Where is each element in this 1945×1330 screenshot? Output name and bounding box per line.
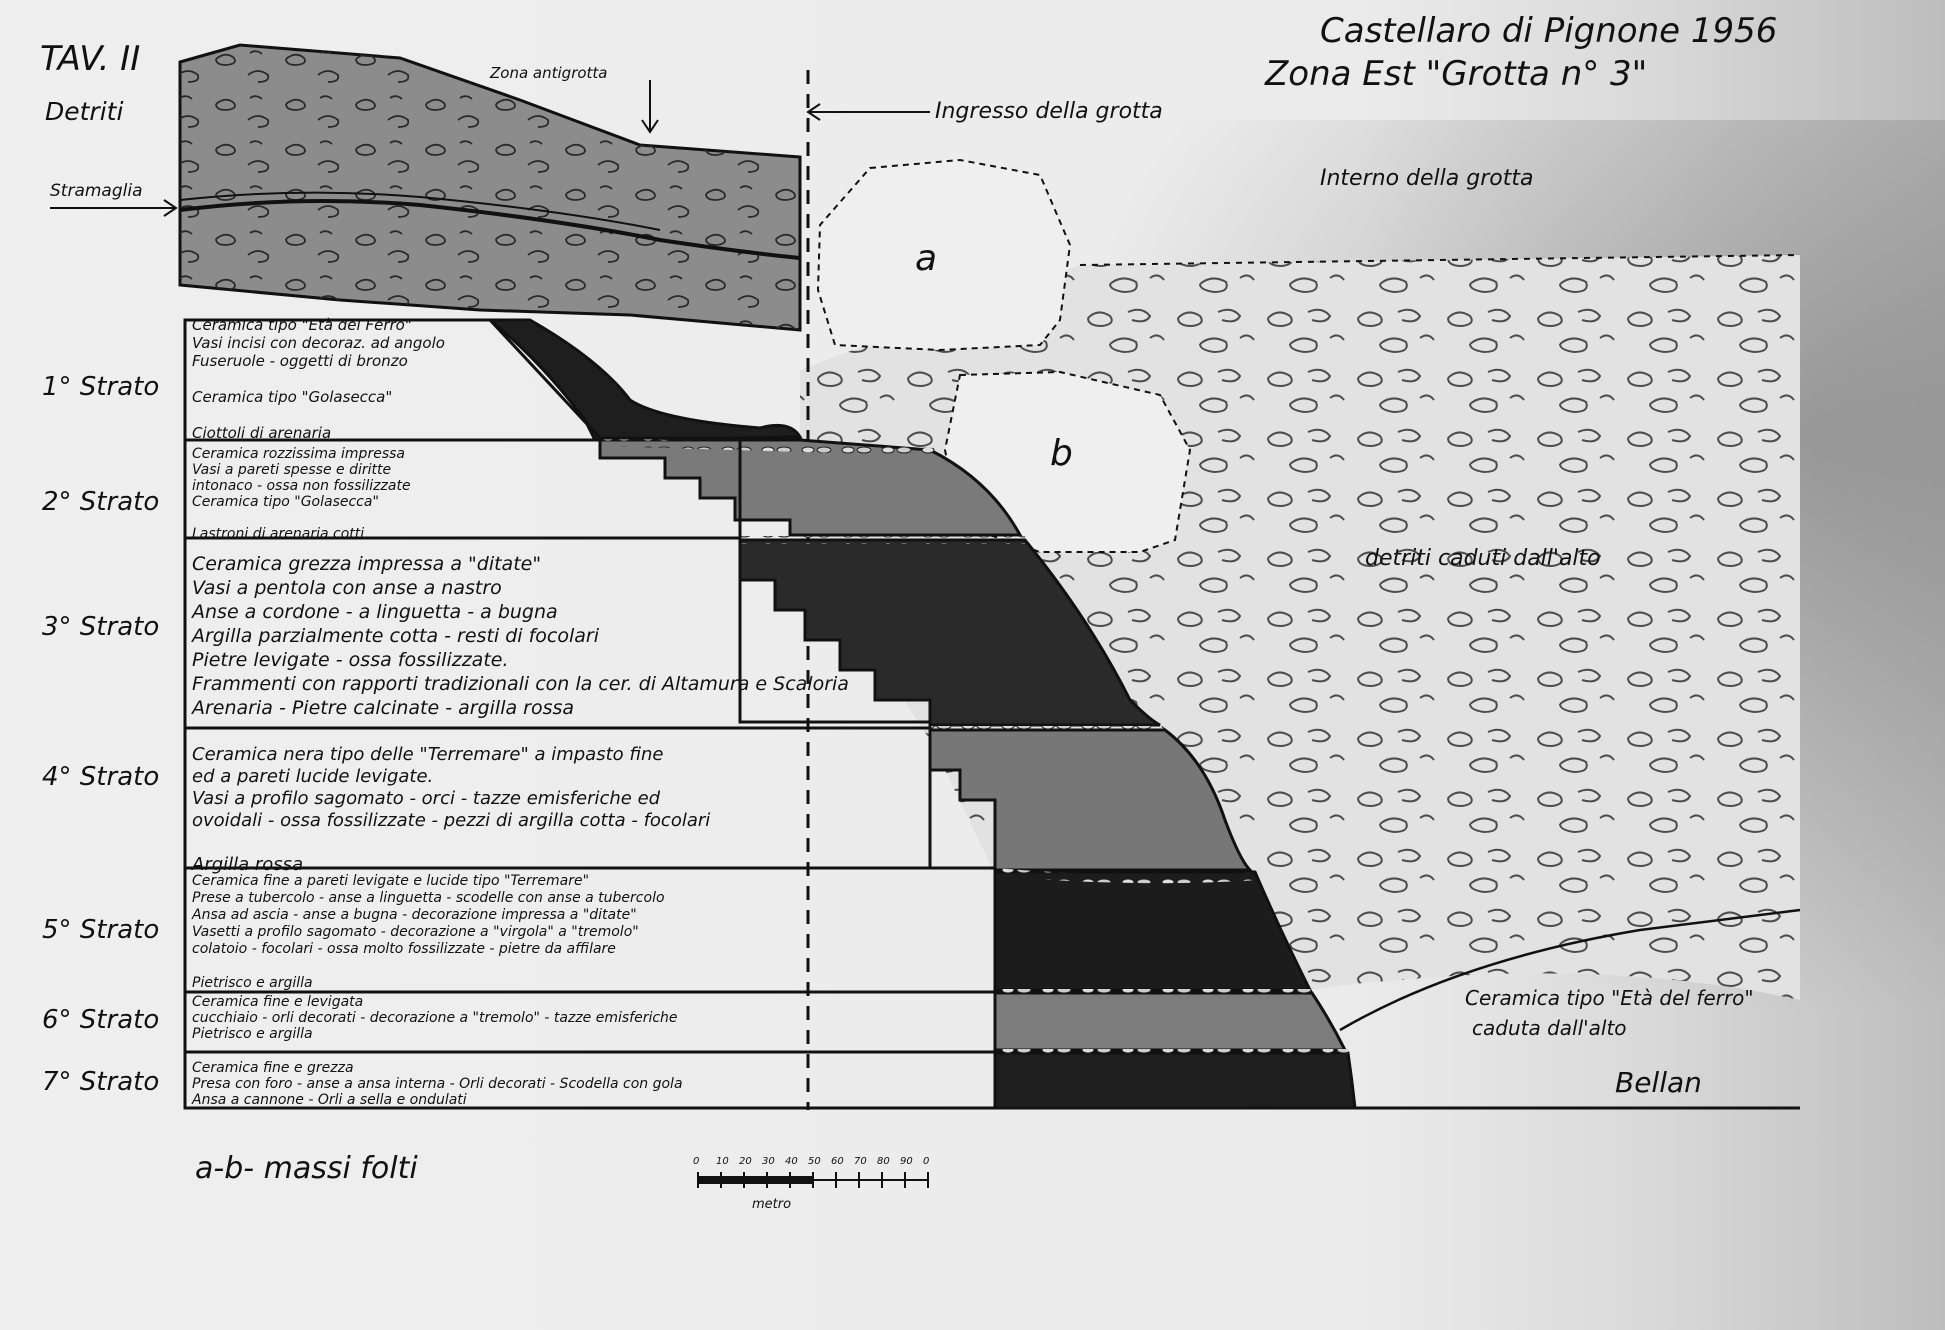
strato-description-line: Pietrisco e argilla [192,1026,313,1042]
strato-description-line: Argilla parzialmente cotta - resti di fo… [190,625,600,647]
strato-description-line: Ceramica fine e levigata [192,994,363,1010]
ceramica-caduta-label-1: Ceramica tipo "Età del ferro" [1465,986,1754,1010]
strato-description-line: Vasi a pentola con anse a nastro [192,577,502,599]
layer-5-stones [995,868,1258,884]
strato-description-line: Ciottoli di arenaria [192,424,331,442]
strato-description-line: Pietrisco e argilla [192,975,313,991]
ingresso-label: Ingresso della grotta [935,99,1163,124]
layer-1 [485,318,803,442]
scale-tick-label: 40 [785,1156,798,1167]
strato-description-line: Ceramica fine e grezza [192,1060,354,1076]
boulder-a [816,158,1072,352]
zona-antigrotta-label: Zona antigrotta [489,64,608,82]
layer-7 [993,1051,1357,1110]
scale-bar: 0 10 20 30 40 50 60 70 80 90 0 metro [693,1156,929,1212]
layer-7-stones [995,1049,1348,1057]
scale-tick-label: 50 [808,1156,821,1167]
strato-description-line: ed a pareti lucide levigate. [192,766,433,787]
strato-description-line: Ceramica tipo "Golasecca" [192,494,379,510]
strato-name: 1° Strato [42,372,159,402]
detriti-caduti-label: detriti caduti dall'alto [1365,546,1601,571]
strato-description-line: cucchiaio - orli decorati - decorazione … [192,1010,678,1026]
strata-table-outline [183,318,997,1110]
layer-2-stones [600,438,935,456]
strato-description-line: Ceramica nera tipo delle "Terremare" a i… [192,744,663,765]
scale-tick-label: 60 [831,1156,844,1167]
scale-tick-label: 90 [900,1156,913,1167]
strato-description-line: Frammenti con rapporti tradizionali con … [192,673,849,695]
strato-description-line: Presa con foro - anse a ansa interna - O… [192,1076,683,1092]
detriti-pebbles [180,45,800,330]
strato-name: 3° Strato [42,612,159,642]
layer-3-stones [740,536,1025,544]
strato-description-line: Argilla rossa [191,854,303,875]
strato-description-line: colatoio - focolari - ossa molto fossili… [192,941,616,957]
strato-description-line: Lastroni di arenaria cotti [192,526,364,542]
strato-description-line: Fuseruole - oggetti di bronzo [192,352,408,370]
scale-tick-label: 80 [877,1156,890,1167]
strato-description-line: Vasi a profilo sagomato - orci - tazze e… [192,788,661,809]
boulder-a-label: a [915,238,937,279]
strato-description-line: Ceramica tipo "Età del Ferro" [192,316,412,334]
scale-tick-label: 20 [739,1156,752,1167]
boulder-b-label: b [1050,433,1073,474]
layer-3 [738,538,1161,727]
scale-tick-label: 30 [762,1156,775,1167]
strato-name: 5° Strato [42,915,159,945]
strato-description-line: Vasetti a profilo sagomato - decorazione… [192,924,639,940]
strato-description-line: Ansa ad ascia - anse a bugna - decorazio… [191,907,637,923]
stramaglia-line [179,199,801,260]
stramaglia-label: Stramaglia [50,181,143,201]
strato-description-line: Ceramica fine a pareti levigate e lucide… [192,873,589,889]
strato-description-line: Arenaria - Pietre calcinate - argilla ro… [190,697,574,719]
detriti-label: Detriti [45,97,123,126]
layer-6 [993,991,1348,1052]
ceramica-caduta-label-2: caduta dall'alto [1472,1016,1627,1040]
cave-ceiling-line [1079,254,1801,266]
layer-4-stones [930,726,1165,734]
strato-description-line: intonaco - ossa non fossilizzate [192,478,411,494]
strato-description-line: Pietre levigate - ossa fossilizzate. [192,649,509,671]
scale-tick-label: 0 [693,1156,699,1167]
legend-label: a-b- massi folti [195,1151,418,1186]
fallen-ceramica-line [1339,908,1801,1032]
strato-name: 2° Strato [42,487,159,517]
strato-description-line: ovoidali - ossa fossilizzate - pezzi di … [192,810,710,831]
interno-label: Interno della grotta [1320,166,1533,191]
strato-description-line: Ansa a cannone - Orli a sella e ondulati [191,1092,467,1108]
strato-name: 7° Strato [42,1067,159,1097]
strato-description-line: Vasi incisi con decoraz. ad angolo [192,334,445,352]
layer-6-stones [995,989,1312,997]
strato-description-line: Ceramica rozzissima impressa [192,446,405,462]
strato-description-line: Anse a cordone - a linguetta - a bugna [190,601,558,623]
scale-tick-label: 0 [923,1156,929,1167]
scale-unit: metro [752,1197,791,1212]
layer-2 [598,438,1023,537]
strato-description-line: Ceramica tipo "Golasecca" [192,388,392,406]
zone-title: Zona Est "Grotta n° 3" [1264,54,1647,94]
strato-name: 6° Strato [42,1005,159,1035]
strato-description-line: Prese a tubercolo - anse a linguetta - s… [192,890,665,906]
signature: Bellan [1615,1066,1702,1099]
strato-description-line: Ceramica grezza impressa a "ditate" [192,553,541,575]
scale-tick-label: 70 [854,1156,867,1167]
plate-label: TAV. II [40,39,140,79]
layer-5 [993,870,1313,992]
site-title: Castellaro di Pignone 1956 [1320,11,1777,51]
scale-tick-label: 10 [716,1156,729,1167]
strato-description-line: Vasi a pareti spesse e diritte [192,462,391,478]
strato-name: 4° Strato [42,762,159,792]
